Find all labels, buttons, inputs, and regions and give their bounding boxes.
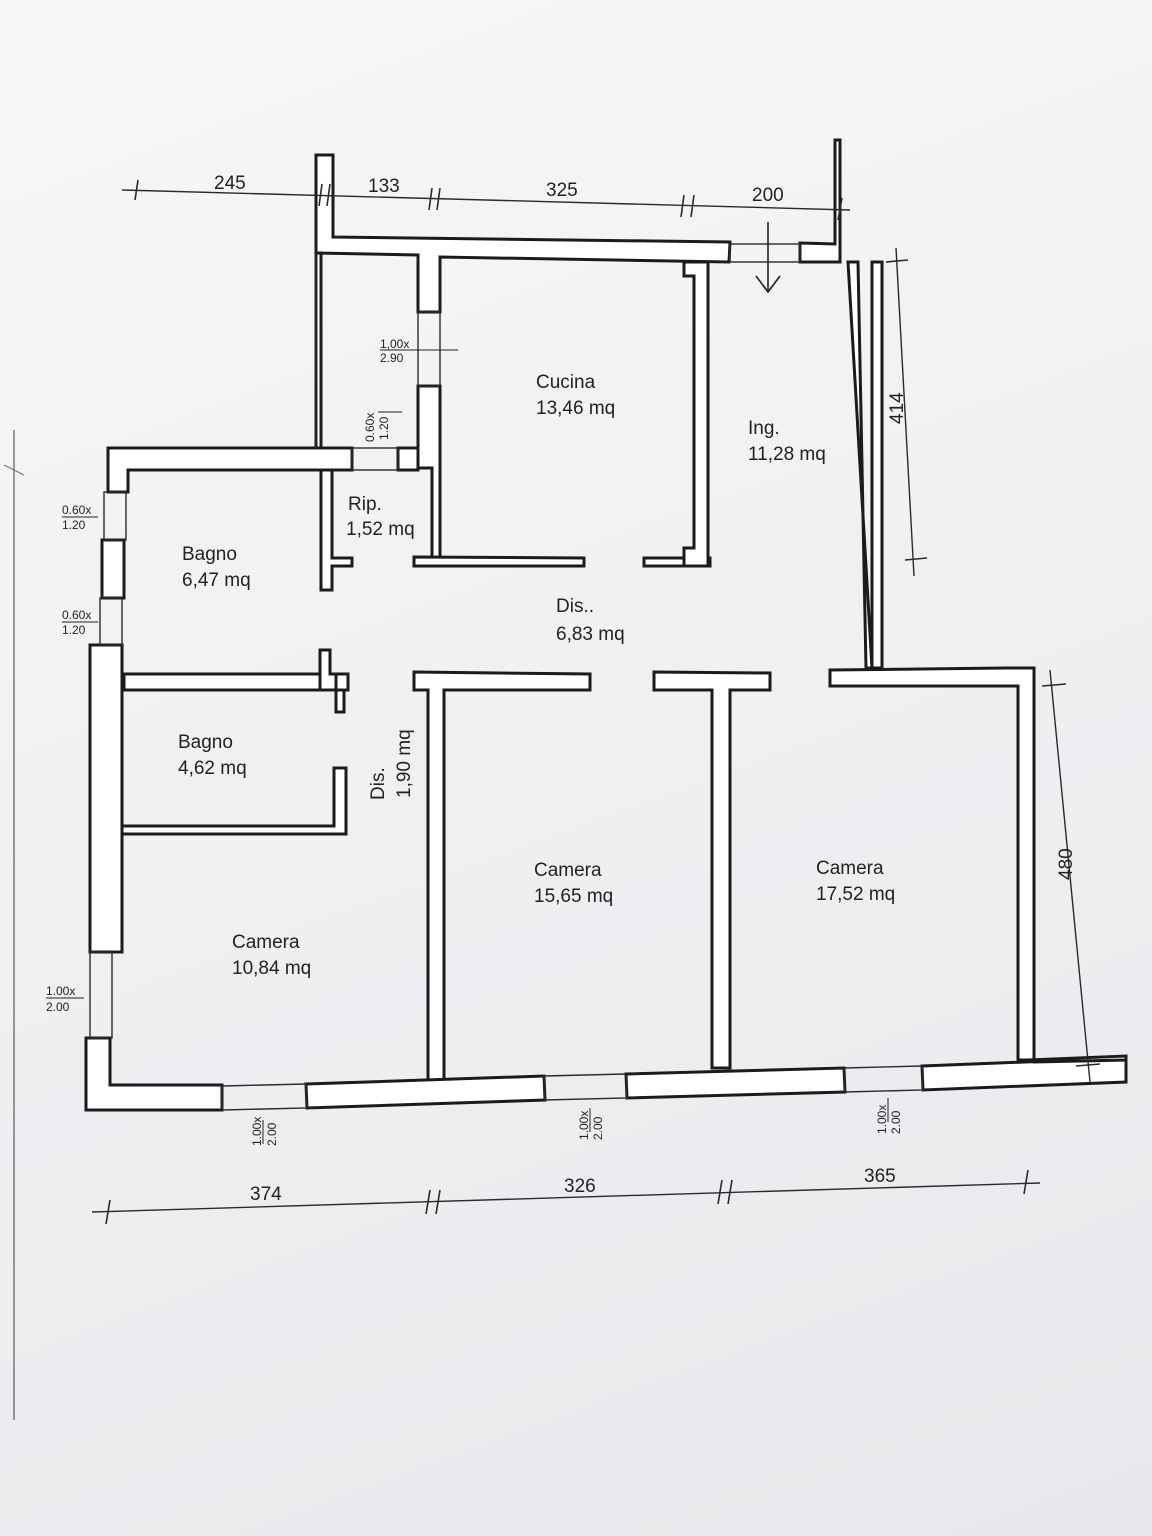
window-bottom-2-width: 1.00x: [577, 1111, 591, 1140]
dim-top-245: 245: [214, 173, 246, 194]
room-name-bagno-1: Bagno: [182, 544, 237, 565]
wall-dis-bottom-c: [828, 666, 1036, 1062]
room-area-bagno-2: 4,62 mq: [178, 758, 247, 779]
wall-kitchen-right: [682, 260, 710, 568]
window-bottom-1-height: 2.00: [265, 1122, 279, 1146]
window-rip-height: 1.20: [377, 416, 391, 440]
wall-entrance-right: [846, 260, 884, 670]
window-left-2: [99, 597, 123, 646]
wall-bagno2-bottom: [120, 766, 348, 836]
dimension-lines: [91, 179, 1101, 1225]
room-area-camera-2: 17,52 mq: [816, 884, 895, 905]
window-left-1-width: 0.60x: [62, 503, 91, 517]
window-left-2-width: 0.60x: [62, 608, 91, 622]
wall-top: [314, 153, 732, 314]
dim-top-325: 325: [546, 180, 578, 201]
window-left-2-height: 1.20: [62, 623, 86, 637]
window-left-3-width: 1.00x: [46, 984, 75, 998]
room-area-disimpegno: 6,83 mq: [556, 624, 625, 645]
room-area-camera-1: 15,65 mq: [534, 886, 613, 907]
window-left-3: [89, 951, 113, 1039]
window-rip: [351, 447, 399, 471]
window-left-3-height: 2.00: [46, 1000, 70, 1014]
room-labels: Cucina 13,46 mq Ing. 11,28 mq Rip. 1,52 …: [178, 372, 895, 979]
dim-bottom-365: 365: [864, 1166, 896, 1187]
room-name-disimpegno: Dis..: [556, 596, 594, 617]
wall-bottom-b: [624, 1066, 847, 1100]
wall-left-c: [84, 1036, 224, 1112]
wall-left-a: [100, 538, 126, 600]
wall-bagno-divider: [122, 672, 350, 692]
window-left-1-height: 1.20: [62, 518, 86, 532]
window-bottom-3: [843, 1065, 924, 1093]
room-area-disimpegno-2: 1,90 mq: [394, 729, 415, 798]
wall-rip-top-right: [396, 446, 420, 472]
room-area-camera-3: 10,84 mq: [232, 958, 311, 979]
wall-bottom-end: [1027, 1054, 1128, 1064]
wall-bottom-a: [304, 1074, 547, 1110]
window-bottom-2: [543, 1073, 628, 1101]
walls: [84, 138, 1128, 1112]
wall-top-right: [798, 138, 842, 264]
dim-right-414: 414: [887, 392, 908, 424]
room-name-disimpegno-2: Dis.: [368, 767, 389, 800]
window-bottom-3-height: 2.00: [889, 1110, 903, 1134]
room-name-camera-2: Camera: [816, 858, 884, 879]
window-bottom-3-width: 1.00x: [875, 1105, 889, 1134]
room-name-camera-3: Camera: [232, 932, 300, 953]
room-area-cucina: 13,46 mq: [536, 398, 615, 419]
room-area-ripostiglio: 1,52 mq: [346, 519, 415, 540]
entrance-door: [729, 243, 801, 263]
wall-left-upper: [314, 251, 323, 450]
entrance-arrow-icon: [755, 222, 781, 294]
window-bottom-1: [221, 1083, 308, 1111]
dim-top-133: 133: [368, 176, 400, 197]
room-name-ingresso: Ing.: [748, 418, 780, 439]
window-left-1: [103, 491, 127, 541]
dim-top-200: 200: [752, 185, 784, 206]
window-bottom-2-height: 2.00: [591, 1116, 605, 1140]
margin-marks: [3, 430, 25, 1420]
wall-rip-left: [319, 468, 354, 592]
window-label-lines: [46, 349, 889, 1144]
window-kitchen-height: 2.90: [380, 351, 404, 365]
room-name-bagno-2: Bagno: [178, 732, 233, 753]
room-name-cucina: Cucina: [536, 372, 596, 393]
window-kitchen-width: 1,00x: [380, 337, 409, 351]
room-area-bagno-1: 6,47 mq: [182, 570, 251, 591]
window-rip-width: 0.60x: [363, 413, 377, 442]
window-bottom-1-width: 1.00x: [250, 1117, 264, 1146]
dim-right-480: 480: [1056, 848, 1077, 880]
wall-rip-top: [106, 446, 354, 494]
dim-bottom-374: 374: [250, 1184, 282, 1205]
wall-bottom-c: [920, 1056, 1128, 1092]
windows: [89, 243, 924, 1111]
room-name-camera-1: Camera: [534, 860, 602, 881]
dimension-labels: 245 133 325 200 374 326 365 414 480: [214, 173, 1077, 1205]
room-name-ripostiglio: Rip.: [348, 494, 382, 515]
room-area-ingresso: 11,28 mq: [748, 444, 826, 465]
wall-dis-bottom-b: [652, 670, 772, 1070]
dim-bottom-326: 326: [564, 1176, 596, 1197]
wall-bagno-door-jamb: [318, 648, 346, 714]
wall-kitchen-left-lower: [416, 384, 442, 560]
window-labels: 1,00x 2.90 0.60x 1.20 0.60x 1.20 0.60x 1…: [46, 337, 903, 1146]
wall-kitchen-bottom-a: [412, 555, 586, 568]
wall-left-b: [88, 643, 124, 954]
window-kitchen: [417, 311, 441, 387]
